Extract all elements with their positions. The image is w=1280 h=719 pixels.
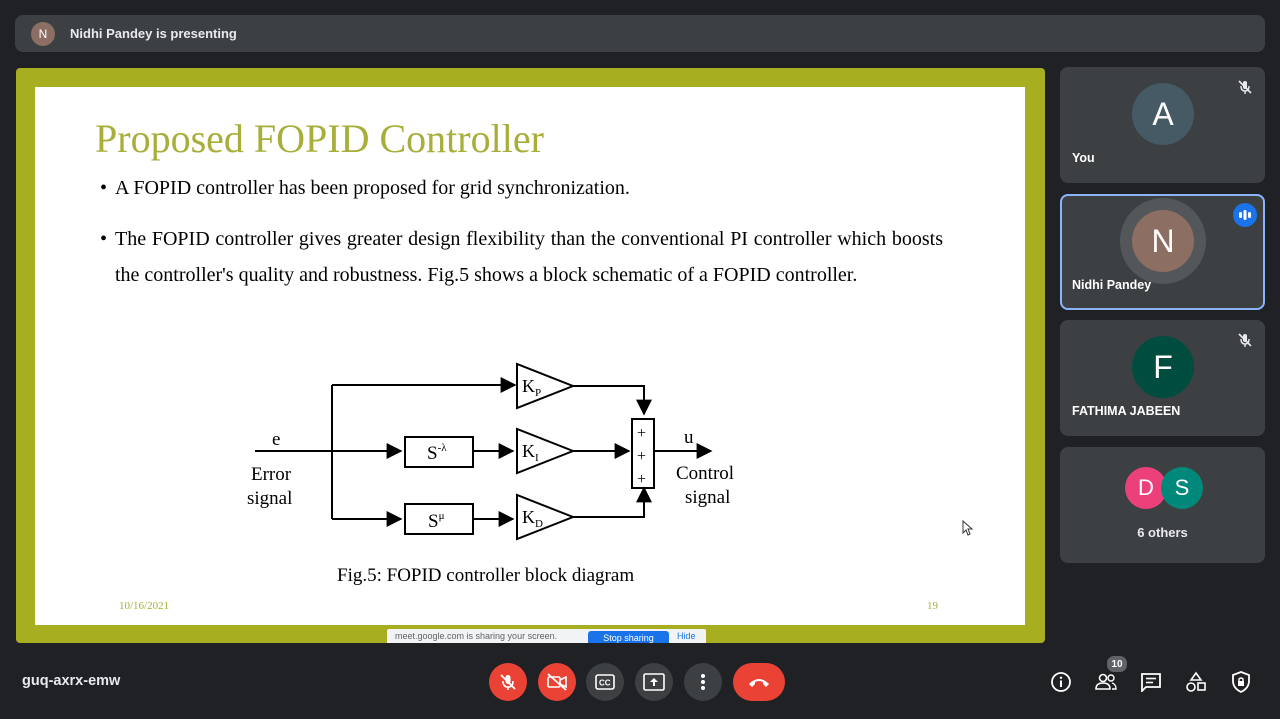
- activities-shapes-icon: [1186, 671, 1206, 692]
- sum-sign-1: +: [637, 425, 646, 442]
- diagram-control-label: Control: [676, 463, 734, 484]
- more-options-button[interactable]: [684, 663, 722, 701]
- mouse-cursor-icon: [962, 520, 974, 536]
- chat-icon: [1141, 673, 1161, 692]
- mic-off-icon: [1238, 333, 1252, 347]
- diagram-control-signal-label: signal: [685, 487, 730, 508]
- svg-text:CC: CC: [599, 679, 611, 688]
- avatar: F: [1132, 336, 1194, 398]
- sharing-message: meet.google.com is sharing your screen.: [395, 631, 558, 641]
- avatar: N: [1132, 210, 1194, 272]
- leave-call-button[interactable]: [733, 663, 785, 701]
- people-icon: [1095, 673, 1117, 690]
- slide-title: Proposed FOPID Controller: [95, 116, 544, 161]
- block-s-lambda-label: S-λ: [427, 442, 447, 464]
- hide-button[interactable]: Hide: [677, 631, 696, 641]
- gain-kp: [516, 362, 576, 410]
- captions-button[interactable]: CC: [586, 663, 624, 701]
- present-screen-icon: [643, 673, 665, 691]
- diagram-signal-label: signal: [247, 488, 292, 509]
- participant-tile-nidhi-pandey[interactable]: N Nidhi Pandey: [1060, 194, 1265, 310]
- others-count-label: 6 others: [1137, 525, 1188, 540]
- sum-sign-2: +: [637, 448, 646, 465]
- diagram-u-label: u: [684, 427, 694, 448]
- participant-name: Nidhi Pandey: [1072, 278, 1152, 292]
- call-end-icon: [749, 679, 769, 687]
- more-vert-icon: [701, 674, 705, 690]
- avatar: D: [1125, 467, 1167, 509]
- activities-button[interactable]: [1182, 668, 1210, 696]
- bullet-text: A FOPID controller has been proposed for…: [115, 177, 630, 199]
- bullet-dot: •: [100, 228, 108, 250]
- gain-kp-label: KP: [522, 376, 541, 399]
- fopid-block-diagram: e Error signal S-λ Sμ KP KI KD + + + u C…: [247, 362, 734, 541]
- mic-off-icon: [500, 674, 516, 690]
- bullet-dot: •: [100, 177, 108, 199]
- shared-screen: Proposed FOPID Controller • A FOPID cont…: [16, 68, 1045, 643]
- diagram-error-label: Error: [251, 464, 292, 485]
- gain-kd-label: KD: [522, 507, 543, 530]
- slide-page-number: 19: [927, 600, 938, 612]
- presentation-slide: Proposed FOPID Controller • A FOPID cont…: [35, 87, 1025, 625]
- presenter-avatar: N: [31, 21, 55, 46]
- diagram-e-label: e: [272, 429, 280, 450]
- block-s-mu-label: Sμ: [428, 510, 445, 532]
- speaking-indicator-icon: [1233, 203, 1257, 227]
- participant-name: You: [1072, 151, 1095, 165]
- people-button[interactable]: [1092, 668, 1120, 696]
- participant-name: FATHIMA JABEEN: [1072, 404, 1181, 418]
- stop-sharing-button[interactable]: Stop sharing: [588, 631, 669, 643]
- closed-captions-icon: CC: [595, 674, 615, 690]
- sum-sign-3: +: [637, 471, 646, 488]
- shield-lock-icon: [1232, 671, 1250, 693]
- meeting-details-button[interactable]: [1047, 668, 1075, 696]
- info-icon: [1051, 672, 1071, 692]
- presenting-banner: N Nidhi Pandey is presenting: [15, 15, 1265, 52]
- camera-off-icon: [547, 673, 567, 691]
- others-tile[interactable]: D S 6 others: [1060, 447, 1265, 563]
- gain-ki-label: KI: [522, 441, 539, 464]
- present-now-button[interactable]: [635, 663, 673, 701]
- figure-caption: Fig.5: FOPID controller block diagram: [337, 565, 635, 586]
- camera-toggle-button[interactable]: [538, 663, 576, 701]
- avatar: A: [1132, 83, 1194, 145]
- mic-toggle-button[interactable]: [489, 663, 527, 701]
- participant-tile-fathima-jabeen[interactable]: F FATHIMA JABEEN: [1060, 320, 1265, 436]
- bullet-text: The FOPID controller gives greater desig…: [115, 228, 943, 286]
- avatar: S: [1161, 467, 1203, 509]
- sharing-notification-bar: meet.google.com is sharing your screen. …: [387, 629, 706, 643]
- mic-off-icon: [1238, 80, 1252, 94]
- gain-kd: [516, 493, 576, 541]
- gain-ki: [516, 427, 576, 475]
- host-controls-button[interactable]: [1227, 668, 1255, 696]
- presenting-text: Nidhi Pandey is presenting: [70, 26, 237, 41]
- chat-button[interactable]: [1137, 668, 1165, 696]
- slide-date: 10/16/2021: [119, 600, 170, 612]
- summing-junction: [631, 418, 655, 489]
- meeting-code[interactable]: guq-axrx-emw: [22, 673, 121, 689]
- participant-tile-you[interactable]: A You: [1060, 67, 1265, 183]
- participant-count-badge: 10: [1106, 655, 1128, 673]
